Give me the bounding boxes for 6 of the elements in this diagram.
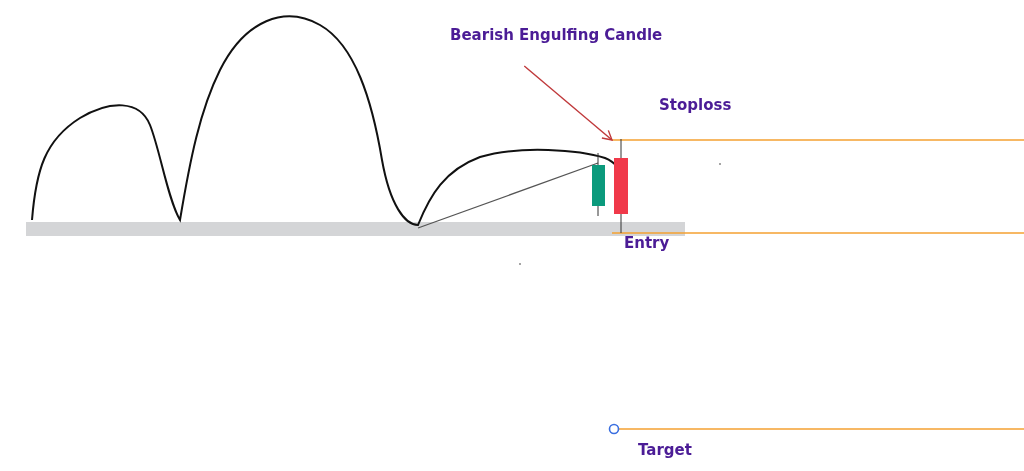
level-label: Entry bbox=[624, 234, 670, 252]
level-label: Stoploss bbox=[659, 96, 732, 114]
level-label: Target bbox=[638, 441, 692, 459]
callout-text: Bearish Engulfing Candle bbox=[450, 26, 663, 44]
arrow bbox=[523, 65, 613, 141]
bearish-candle bbox=[612, 138, 630, 234]
